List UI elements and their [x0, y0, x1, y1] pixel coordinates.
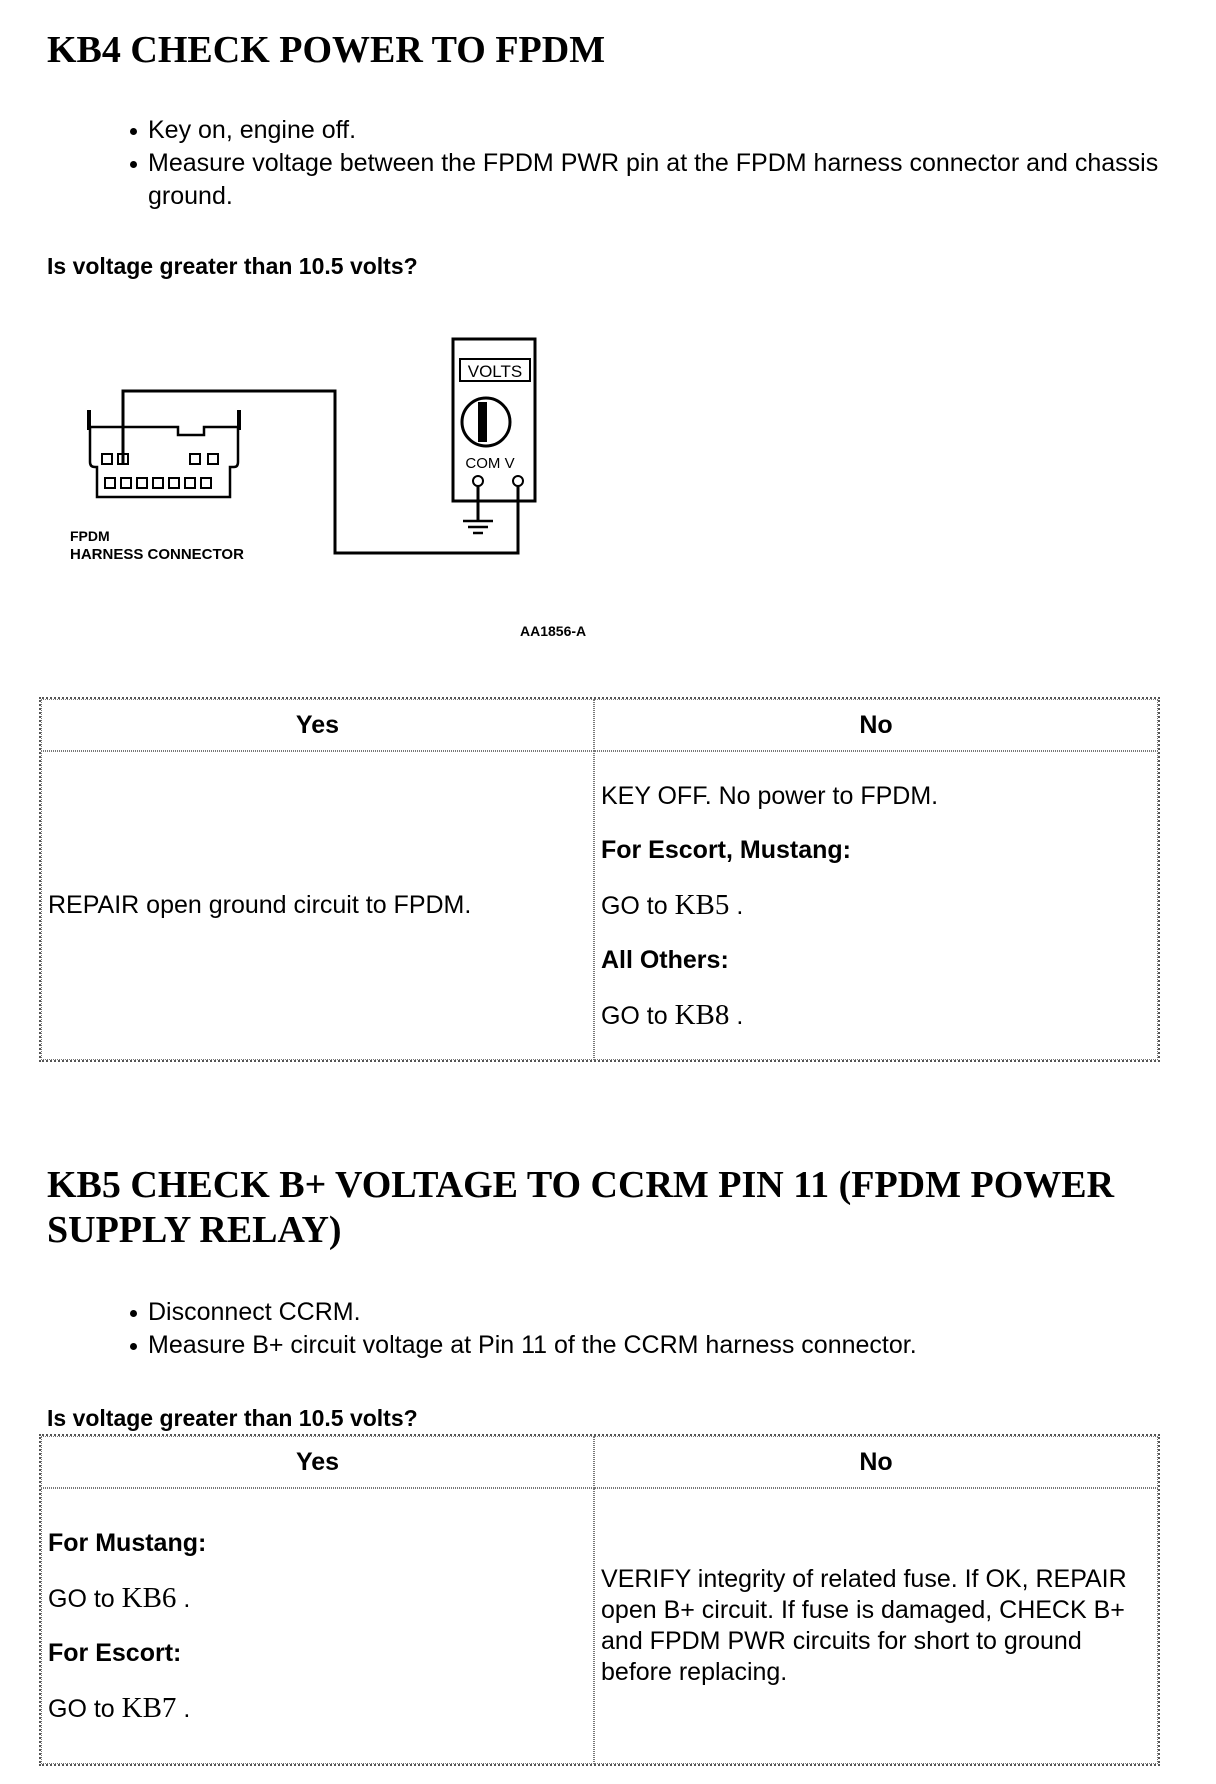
kb4-no-goto-1: GO to KB5 . [601, 889, 1151, 922]
goto-suffix: . [729, 891, 744, 920]
kb4-no-subhead-1: For Escort, Mustang: [600, 835, 851, 864]
connector-caption-2: HARNESS CONNECTOR [70, 546, 244, 563]
kb4-no-line: KEY OFF. No power to FPDM. [600, 781, 939, 810]
kb5-yes-cell: For Mustang: GO to KB6 . For Escort: GO … [41, 1488, 595, 1764]
kb5-yes-subhead-2: For Escort: [48, 1639, 182, 1667]
voltmeter-icon: VOLTS COM V [451, 337, 537, 535]
goto-suffix: . [176, 1695, 191, 1723]
meter-label: VOLTS [468, 362, 522, 381]
voltmeter-wiring-diagram: VOLTS COM V FPDM HARNESS CONNECTOR AA185… [70, 337, 586, 639]
goto-prefix: GO to [48, 1585, 122, 1613]
kb4-steps: Key on, engine off. Measure voltage betw… [126, 114, 1176, 213]
goto-prefix: GO to [600, 1001, 675, 1030]
harness-connector-icon [87, 410, 241, 499]
kb4-no-goto-2: GO to KB8 . [601, 999, 1151, 1032]
kb8-link[interactable]: KB8 [674, 998, 730, 1031]
kb5-yes-goto-2: GO to KB7 . [48, 1692, 587, 1725]
figure-id: AA1856-A [520, 623, 586, 639]
kb5-no-header: No [594, 1436, 1158, 1488]
kb5-yes-header: Yes [41, 1436, 595, 1488]
kb4-no-subhead-2: All Others: [600, 945, 729, 974]
kb7-link[interactable]: KB7 [121, 1692, 177, 1724]
kb4-step-2: Measure voltage between the FPDM PWR pin… [126, 147, 1176, 213]
kb5-decision-table: Yes No For Mustang: GO to KB6 . For Esco… [39, 1434, 1160, 1766]
kb4-no-cell: KEY OFF. No power to FPDM. For Escort, M… [593, 751, 1158, 1060]
kb4-decision-table: Yes No REPAIR open ground circuit to FPD… [39, 697, 1160, 1062]
kb5-no-cell: VERIFY integrity of related fuse. If OK,… [594, 1488, 1158, 1764]
kb5-yes-goto-1: GO to KB6 . [48, 1582, 587, 1615]
kb5-question: Is voltage greater than 10.5 volts? [47, 1405, 418, 1431]
connector-caption-1: FPDM [70, 528, 110, 544]
kb4-no-header: No [593, 699, 1158, 751]
goto-suffix: . [729, 1001, 744, 1030]
kb4-question: Is voltage greater than 10.5 volts? [47, 253, 418, 279]
kb5-step-2: Measure B+ circuit voltage at Pin 11 of … [126, 1329, 1176, 1362]
kb4-yes-header: Yes [41, 699, 594, 751]
kb4-yes-cell: REPAIR open ground circuit to FPDM. [41, 751, 594, 1060]
kb5-title-line-1: KB5 CHECK B+ VOLTAGE TO CCRM PIN 11 (FPD… [47, 1164, 1115, 1206]
goto-prefix: GO to [600, 891, 675, 920]
kb5-title-line-2: SUPPLY RELAY) [47, 1209, 342, 1251]
meter-terminals-label: COM V [465, 455, 514, 472]
kb5-step-1: Disconnect CCRM. [126, 1296, 1176, 1329]
kb5-link[interactable]: KB5 [674, 888, 730, 921]
kb6-link[interactable]: KB6 [121, 1582, 177, 1614]
kb5-yes-subhead-1: For Mustang: [48, 1529, 207, 1557]
goto-prefix: GO to [48, 1695, 122, 1723]
kb5-steps: Disconnect CCRM. Measure B+ circuit volt… [126, 1296, 1176, 1362]
kb4-step-1: Key on, engine off. [126, 114, 1176, 147]
kb4-title: KB4 CHECK POWER TO FPDM [47, 29, 606, 71]
goto-suffix: . [176, 1585, 191, 1613]
